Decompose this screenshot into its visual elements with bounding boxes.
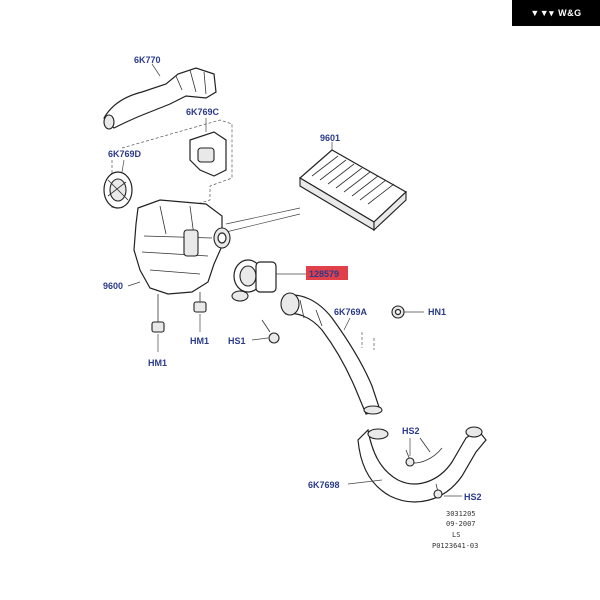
part-hs2-screw-lower[interactable] xyxy=(433,483,443,499)
part-hs1-screw[interactable] xyxy=(261,319,280,344)
part-hs2-screw-upper[interactable] xyxy=(405,449,415,467)
label-6k769c: 6K769C xyxy=(186,107,220,117)
part-9601-filter[interactable] xyxy=(298,149,408,232)
label-128579: 128579 xyxy=(309,269,339,279)
ref-line-2: 09-2007 xyxy=(446,520,476,528)
part-hn1-nut[interactable] xyxy=(391,305,405,319)
part-hm1-mount-right[interactable] xyxy=(193,292,207,313)
label-9600: 9600 xyxy=(103,281,123,291)
part-6k769d-grommet[interactable] xyxy=(103,171,133,209)
part-6k770-duct[interactable] xyxy=(103,67,217,130)
part-hm1-mount-left[interactable] xyxy=(151,294,165,333)
logo-text: W&G xyxy=(558,8,582,18)
label-6k770: 6K770 xyxy=(134,55,161,65)
ref-line-1: 3031205 xyxy=(446,510,476,518)
label-hs1: HS1 xyxy=(228,336,246,346)
logo-mark: ▼▼▾ xyxy=(530,7,555,18)
label-hm1-right: HM1 xyxy=(190,336,209,346)
label-hm1-left: HM1 xyxy=(148,358,167,368)
part-128579-maf-sensor[interactable] xyxy=(231,259,277,302)
ref-line-4: P0123641-03 xyxy=(432,542,478,550)
part-6k769a-hose[interactable] xyxy=(280,292,383,415)
part-6k769c-bracket[interactable] xyxy=(189,131,227,177)
label-hs2-upper: HS2 xyxy=(402,426,420,436)
part-6k7698-duct[interactable] xyxy=(357,426,487,503)
label-6k769a: 6K769A xyxy=(334,307,368,317)
brand-logo: ▼▼▾ W&G xyxy=(512,0,600,26)
ref-line-3: LS xyxy=(452,531,460,539)
label-9601: 9601 xyxy=(320,133,340,143)
label-hn1: HN1 xyxy=(428,307,446,317)
part-9600-air-cleaner[interactable] xyxy=(133,199,231,295)
label-hs2-lower: HS2 xyxy=(464,492,482,502)
label-6k7698: 6K7698 xyxy=(308,480,340,490)
highlight-128579 xyxy=(306,266,348,280)
label-6k769d: 6K769D xyxy=(108,149,142,159)
